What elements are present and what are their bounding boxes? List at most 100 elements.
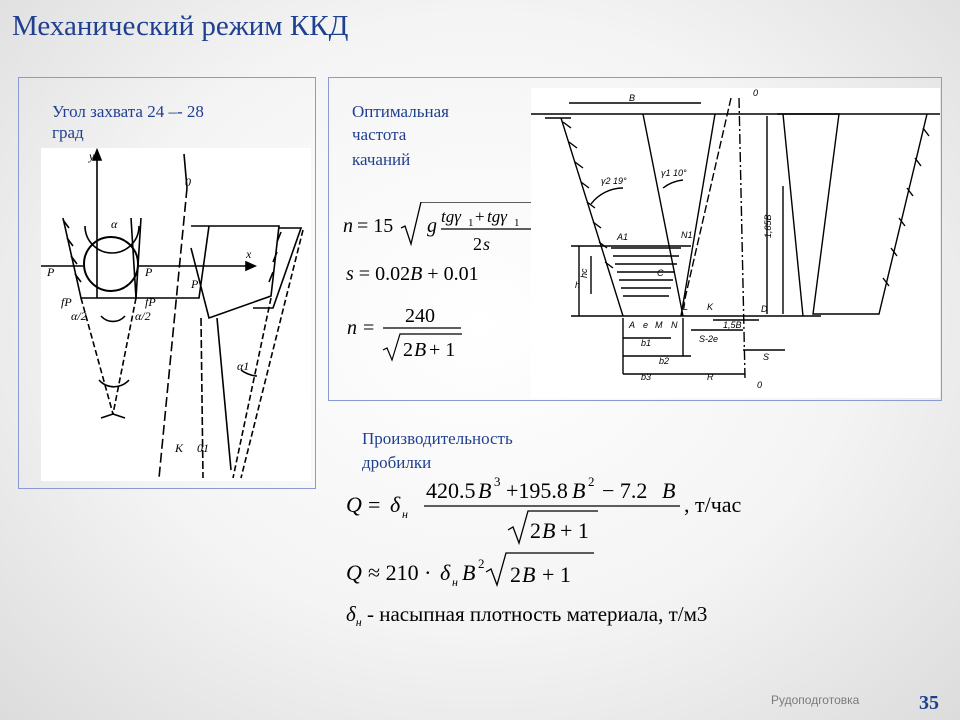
- svg-text:R: R: [707, 372, 714, 382]
- frequency-caption-line2: частота: [352, 125, 407, 144]
- capture-angle-caption-line2: град: [52, 123, 84, 142]
- svg-text:0: 0: [757, 380, 762, 390]
- friction-left-label: fP: [61, 295, 72, 309]
- force-p-left-label: P: [46, 265, 55, 279]
- svg-text:2: 2: [403, 339, 413, 361]
- svg-text:L: L: [683, 302, 688, 312]
- svg-text:0: 0: [753, 88, 758, 98]
- left-panel-frame: [18, 77, 316, 489]
- svg-text:δ: δ: [390, 492, 401, 517]
- svg-text:B: B: [478, 478, 491, 503]
- svg-text:+: +: [475, 207, 485, 226]
- svg-text:h: h: [575, 280, 580, 290]
- force-p-right-label: P: [144, 265, 153, 279]
- svg-text:n: n: [347, 317, 357, 339]
- crusher-capture-angle-diagram: y 0 x α P P P fP fP α/2 α/2 α1 K 01: [41, 147, 311, 481]
- svg-text:1,85B: 1,85B: [763, 214, 773, 238]
- svg-text:2: 2: [510, 562, 521, 587]
- svg-text:D: D: [761, 304, 768, 314]
- svg-text:b2: b2: [659, 356, 669, 366]
- svg-text:g: g: [427, 215, 437, 237]
- svg-text:, т/час: , т/час: [684, 492, 742, 517]
- svg-text:=: =: [368, 492, 380, 517]
- svg-text:S-2e: S-2e: [699, 334, 718, 344]
- svg-text:b1: b1: [641, 338, 651, 348]
- svg-text:K: K: [707, 302, 714, 312]
- alpha1-label: α1: [237, 359, 249, 373]
- svg-text:A1: A1: [616, 232, 628, 242]
- svg-text:=: =: [363, 317, 374, 339]
- svg-text:B: B: [662, 478, 675, 503]
- page-title: Механический режим ККД: [12, 10, 349, 42]
- svg-text:2: 2: [473, 234, 482, 254]
- svg-text:b3: b3: [641, 372, 651, 382]
- capture-angle-drawing: y 0 x α P P P fP fP α/2 α/2 α1 K 01: [41, 147, 304, 479]
- svg-text:γ1 10°: γ1 10°: [661, 168, 687, 178]
- x-axis-label: x: [245, 247, 252, 261]
- svg-text:tgγ: tgγ: [441, 207, 462, 226]
- productivity-caption-line1: Производительность: [362, 429, 513, 448]
- svg-text:= 15: = 15: [357, 215, 393, 237]
- force-p-cone-label: P: [190, 277, 199, 291]
- svg-text:B: B: [572, 478, 585, 503]
- chamber-drawing: B 0 γ2 19° γ1 10° A1 N1 C 1,85B hc h A e…: [531, 88, 940, 390]
- formula-stroke: s = 0.02B + 0.01: [346, 263, 479, 285]
- svg-text:e: e: [643, 320, 648, 330]
- svg-text:hc: hc: [579, 268, 589, 278]
- density-note: δн - насыпная плотность материала, т/м3: [346, 602, 708, 630]
- svg-text:Q: Q: [346, 492, 362, 517]
- svg-text:B: B: [522, 562, 535, 587]
- svg-text:B: B: [629, 93, 635, 103]
- half-alpha-left-label: α/2: [71, 309, 87, 323]
- svg-text:+ 1: + 1: [429, 339, 455, 361]
- svg-text:B: B: [414, 339, 426, 361]
- svg-text:2: 2: [530, 518, 541, 543]
- svg-text:γ2 19°: γ2 19°: [601, 176, 627, 186]
- svg-text:δ: δ: [440, 560, 451, 585]
- svg-text:C: C: [657, 268, 664, 278]
- svg-text:+ 1: + 1: [560, 518, 589, 543]
- origin-label: 0: [185, 175, 191, 189]
- svg-text:A: A: [628, 320, 635, 330]
- y-axis-label: y: [88, 149, 95, 163]
- svg-text:н: н: [402, 507, 408, 521]
- svg-text:240: 240: [405, 305, 435, 327]
- svg-text:≈ 210 ·: ≈ 210 ·: [368, 560, 431, 585]
- svg-text:2: 2: [478, 556, 485, 571]
- svg-text:B: B: [542, 518, 555, 543]
- page-number: 35: [919, 692, 939, 714]
- density-note-text: - насыпная плотность материала, т/м3: [366, 602, 708, 626]
- friction-right-label: fP: [145, 295, 156, 309]
- svg-text:420.5: 420.5: [426, 478, 476, 503]
- svg-text:Q: Q: [346, 560, 362, 585]
- svg-text:M: M: [655, 320, 663, 330]
- o1-label: 01: [197, 441, 209, 455]
- svg-text:2: 2: [588, 474, 595, 489]
- alpha-label: α: [111, 217, 118, 231]
- svg-text:3: 3: [494, 474, 501, 489]
- svg-text:1: 1: [468, 217, 474, 229]
- svg-text:S: S: [763, 352, 769, 362]
- svg-text:N1: N1: [681, 230, 693, 240]
- svg-text:н: н: [452, 575, 458, 589]
- svg-text:1,5B: 1,5B: [723, 320, 742, 330]
- svg-text:− 7.2: − 7.2: [602, 478, 647, 503]
- footer-section-label: Рудоподготовка: [771, 693, 860, 707]
- frequency-caption-line3: качаний: [352, 150, 411, 169]
- svg-text:n: n: [343, 215, 353, 237]
- svg-text:s: s: [483, 234, 490, 254]
- right-panel-frame: [328, 77, 942, 401]
- svg-text:1: 1: [514, 217, 520, 229]
- capture-angle-caption-line1: Угол захвата 24 –- 28: [52, 102, 204, 121]
- svg-text:N: N: [671, 320, 678, 330]
- frequency-caption-line1: Оптимальная: [352, 102, 449, 121]
- svg-text:+195.8: +195.8: [506, 478, 568, 503]
- half-alpha-right-label: α/2: [135, 309, 151, 323]
- svg-text:B: B: [462, 560, 475, 585]
- crushing-chamber-geometry-diagram: B 0 γ2 19° γ1 10° A1 N1 C 1,85B hc h A e…: [531, 88, 940, 398]
- svg-text:+ 1: + 1: [542, 562, 571, 587]
